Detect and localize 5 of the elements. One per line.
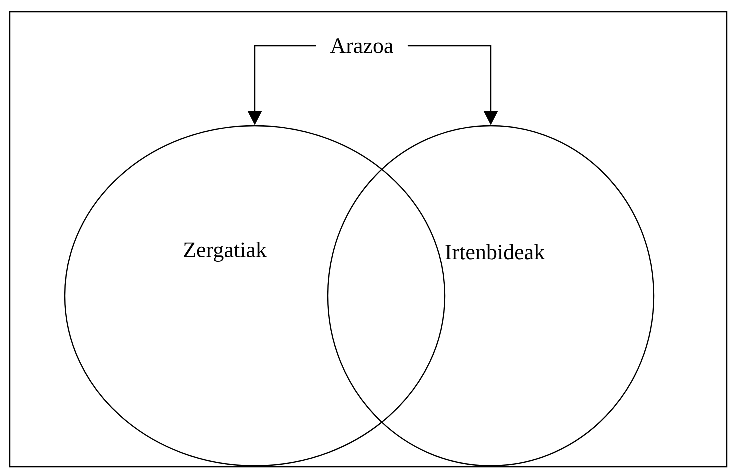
ellipse <box>64 125 446 467</box>
ellipse <box>327 125 655 467</box>
label-text: Arazoa <box>330 38 394 54</box>
ellipse-label: Irtenbideak <box>446 244 546 260</box>
ellipse-label: Zergatiak <box>184 242 267 262</box>
